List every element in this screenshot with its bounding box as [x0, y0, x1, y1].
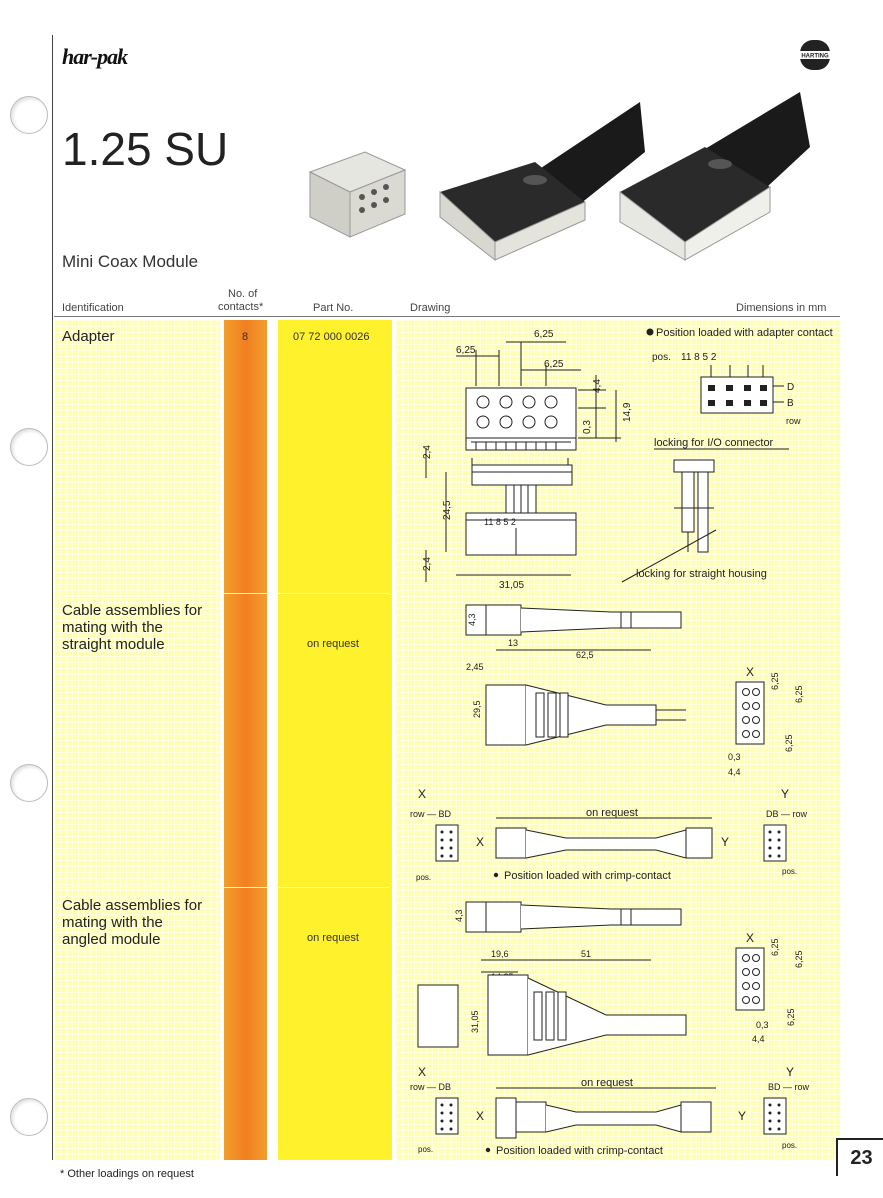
svg-text:4,4: 4,4 — [728, 767, 741, 777]
row-separator-1 — [54, 593, 389, 594]
svg-text:HARTING: HARTING — [801, 54, 829, 60]
header-drawing: Drawing — [410, 302, 451, 314]
header-rule — [54, 316, 840, 317]
contacts-column — [224, 320, 267, 1160]
svg-text:X: X — [746, 931, 754, 945]
svg-text:4,4: 4,4 — [592, 379, 603, 393]
svg-text:Y: Y — [738, 1109, 746, 1123]
header-part-no: Part No. — [313, 302, 354, 314]
svg-text:6,25: 6,25 — [770, 938, 780, 956]
row-part-no-cable-angled: on request — [307, 932, 359, 944]
svg-text:6,25: 6,25 — [794, 685, 804, 703]
svg-text:D: D — [787, 382, 794, 393]
brand-logo: har-pak — [62, 44, 128, 69]
svg-text:11 8 5 2: 11 8 5 2 — [681, 352, 717, 363]
svg-text:2,45: 2,45 — [466, 662, 484, 672]
row-part-no-adapter: 07 72 000 0026 — [293, 331, 370, 343]
svg-text:51: 51 — [581, 949, 591, 959]
page-left-border — [52, 35, 53, 1160]
svg-text:pos.: pos. — [416, 873, 431, 882]
svg-text:2,4: 2,4 — [422, 445, 433, 459]
svg-text:Position loaded with crimp-con: Position loaded with crimp-contact — [496, 1145, 663, 1157]
svg-text:BD — row: BD — row — [768, 1082, 810, 1092]
svg-text:locking for straight housing: locking for straight housing — [636, 568, 767, 580]
footnote: * Other loadings on request — [60, 1168, 194, 1180]
cable-angled-drawing: 4,3 19,6 14,85 51 31,05 X 6,25 6,25 6,25… — [410, 901, 810, 1157]
row-label-adapter: Adapter — [62, 328, 115, 345]
svg-text:6,25: 6,25 — [794, 950, 804, 968]
binder-hole-3 — [10, 764, 48, 802]
header-identification: Identification — [62, 302, 124, 314]
svg-text:6,25: 6,25 — [544, 359, 564, 370]
svg-text:Y: Y — [786, 1065, 794, 1079]
svg-text:pos.: pos. — [782, 1141, 797, 1150]
svg-text:pos.: pos. — [418, 1145, 433, 1154]
header-contacts-line2: contacts* — [218, 301, 264, 313]
svg-text:29,5: 29,5 — [472, 700, 482, 718]
row-label-cable-angled: Cable assemblies for mating with the ang… — [62, 897, 203, 948]
page-number: 23 — [836, 1138, 883, 1176]
row-part-no-cable-straight: on request — [307, 638, 359, 650]
svg-text:X: X — [746, 665, 754, 679]
svg-text:4,4: 4,4 — [752, 1034, 765, 1044]
svg-text:11 8 5 2: 11 8 5 2 — [484, 517, 516, 527]
svg-text:pos.: pos. — [782, 867, 797, 876]
svg-text:X: X — [476, 1109, 484, 1123]
binder-hole-2 — [10, 428, 48, 466]
svg-text:pos.: pos. — [652, 352, 671, 363]
svg-text:4,3: 4,3 — [454, 909, 464, 922]
svg-text:0,3: 0,3 — [756, 1020, 769, 1030]
row-label-cable-straight: Cable assemblies for mating with the str… — [62, 602, 203, 653]
svg-text:6,25: 6,25 — [786, 1008, 796, 1026]
svg-text:on request: on request — [581, 1077, 633, 1089]
product-photo — [308, 92, 810, 262]
svg-text:6,25: 6,25 — [456, 345, 476, 356]
svg-text:Position loaded with crimp-con: Position loaded with crimp-contact — [504, 870, 671, 882]
svg-text:2,4: 2,4 — [422, 557, 433, 571]
cable-straight-drawing: 4,3 13 62,5 2,45 29,5 X 6,25 6,25 6,25 0… — [410, 604, 808, 882]
svg-text:14,9: 14,9 — [622, 402, 633, 422]
svg-text:19,6: 19,6 — [491, 949, 509, 959]
svg-text:B: B — [787, 398, 794, 409]
adapter-drawing: 6,25 6,25 6,25 4,4 14,9 0,3 2,4 11 8 5 2… — [422, 327, 833, 591]
svg-text:X: X — [476, 835, 484, 849]
binder-hole-4 — [10, 1098, 48, 1136]
svg-text:DB — row: DB — row — [766, 809, 808, 819]
svg-text:24,5: 24,5 — [442, 500, 453, 520]
svg-text:on request: on request — [586, 807, 638, 819]
svg-text:31,05: 31,05 — [499, 580, 524, 591]
header-contacts-line1: No. of — [228, 288, 258, 300]
svg-text:Y: Y — [781, 787, 789, 801]
harting-logo-icon: HARTING — [799, 40, 831, 70]
svg-text:6,25: 6,25 — [770, 672, 780, 690]
svg-text:4,3: 4,3 — [467, 613, 477, 626]
svg-text:row — BD: row — BD — [410, 809, 452, 819]
svg-text:62,5: 62,5 — [576, 650, 594, 660]
svg-text:X: X — [418, 1065, 426, 1079]
part-no-column — [278, 320, 392, 1160]
svg-text:6,25: 6,25 — [534, 329, 554, 340]
svg-text:0,3: 0,3 — [728, 752, 741, 762]
identification-column — [54, 320, 220, 1160]
svg-text:31,05: 31,05 — [470, 1010, 480, 1033]
svg-text:locking for I/O connector: locking for I/O connector — [654, 437, 774, 449]
svg-text:0,3: 0,3 — [582, 420, 593, 434]
svg-text:row: row — [786, 416, 801, 426]
row-separator-2 — [54, 887, 389, 888]
page-subtitle: Mini Coax Module — [62, 252, 199, 271]
svg-text:X: X — [418, 787, 426, 801]
svg-text:6,25: 6,25 — [784, 734, 794, 752]
svg-text:row — DB: row — DB — [410, 1082, 451, 1092]
page-title: 1.25 SU — [62, 123, 229, 175]
header-dimensions: Dimensions in mm — [736, 302, 827, 314]
technical-drawings: 6,25 6,25 6,25 4,4 14,9 0,3 2,4 11 8 5 2… — [410, 327, 833, 1157]
svg-text:Position loaded with adapter c: Position loaded with adapter contact — [656, 327, 833, 339]
svg-text:Y: Y — [721, 835, 729, 849]
row-contacts-adapter: 8 — [242, 331, 249, 343]
svg-text:13: 13 — [508, 638, 518, 648]
binder-hole-1 — [10, 96, 48, 134]
